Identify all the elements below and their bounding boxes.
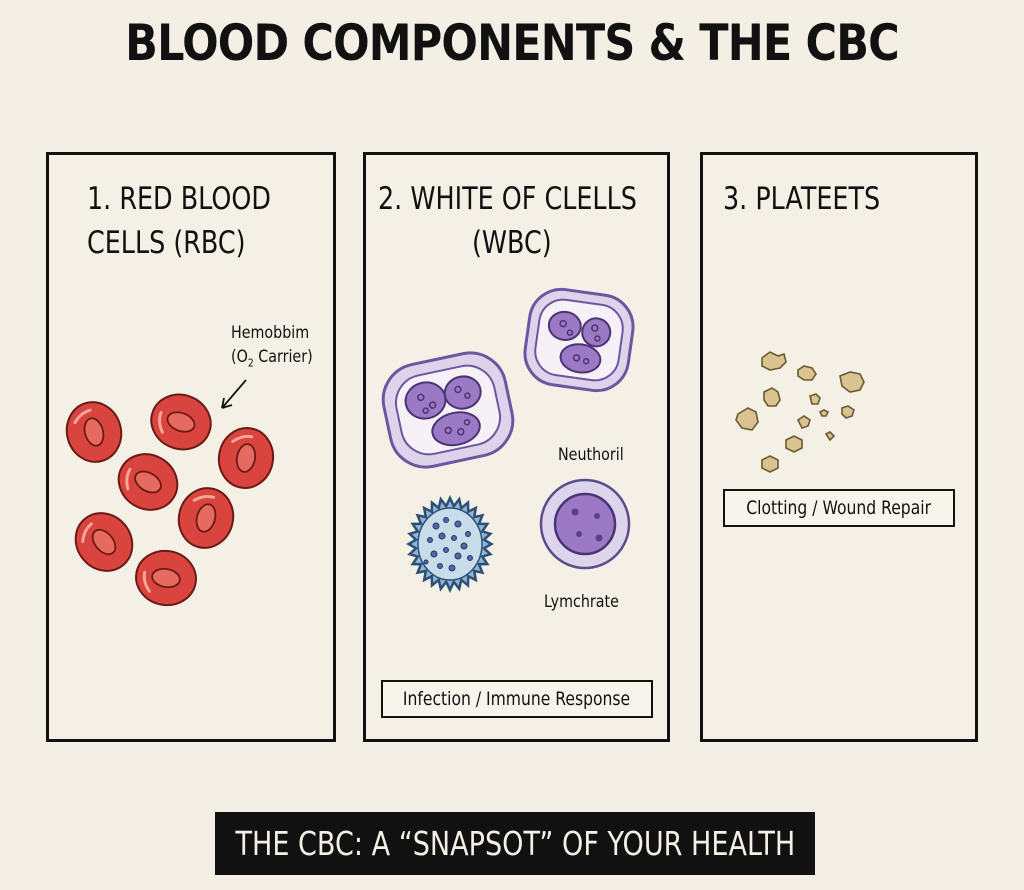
platelets-function-box: Clotting / Wound Repair <box>723 489 955 527</box>
platelets-illustration <box>735 351 865 473</box>
wbc-heading-line2: (WBC) <box>472 225 552 261</box>
rbc-heading-line1: 1. RED BLOOD <box>87 181 272 217</box>
oxygen-carrier-label: (O2 Carrier) <box>231 347 313 370</box>
red-blood-cell <box>170 480 242 556</box>
lymphocyte-label: Lymchrate <box>544 592 619 612</box>
neutrophil-cell <box>381 351 515 469</box>
red-blood-cell <box>142 384 220 460</box>
wbc-illustration <box>381 287 635 593</box>
wbc-heading-line1: 2. WHITE OF CLELLS <box>378 181 637 217</box>
wbc-function-box: Infection / Immune Response <box>381 680 653 718</box>
pointer-arrow <box>221 379 247 409</box>
hemoglobin-label: Hemobbim <box>231 323 310 343</box>
red-blood-cell <box>62 500 146 584</box>
platelets-heading: 3. PLATEETS <box>723 181 881 217</box>
red-blood-cell <box>107 442 189 522</box>
neutrophil-label: Neuthoril <box>558 445 624 465</box>
rbc-panel: 1. RED BLOOD CELLS (RBC) Hemobbim (O2 Ca… <box>46 152 336 742</box>
neutrophil-cell <box>523 287 635 393</box>
wbc-panel: 2. WHITE OF CLELLS (WBC) Neuthoril Lymch… <box>363 152 670 742</box>
footer-banner: THE CBC: A “SNAPSOT” OF YOUR HEALTH <box>215 812 815 875</box>
lymphocyte-cell <box>539 478 631 570</box>
rbc-illustration <box>58 379 280 612</box>
red-blood-cell <box>130 544 202 612</box>
red-blood-cell <box>58 394 130 470</box>
platelets-panel: 3. PLATEETS Clotting / Wound Repair <box>700 152 978 742</box>
rbc-heading-line2: CELLS (RBC) <box>87 225 246 261</box>
basophil-cell <box>406 495 494 593</box>
platelet-cluster <box>735 351 865 473</box>
page-title: BLOOD COMPONENTS & THE CBC <box>125 14 900 72</box>
red-blood-cell <box>212 422 280 494</box>
